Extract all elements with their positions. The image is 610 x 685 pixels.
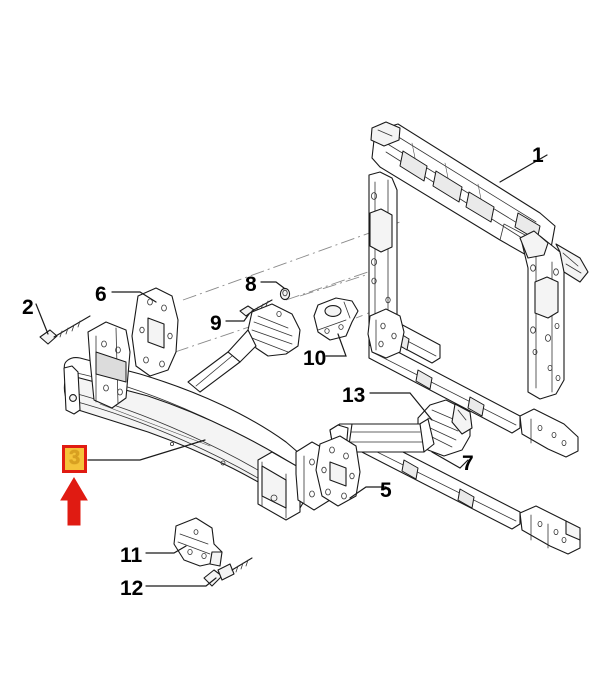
leader-9 — [225, 313, 250, 322]
callout-label-12[interactable]: 12 — [120, 577, 144, 600]
part-8-spacer-bushing — [279, 287, 291, 301]
part-2-mounting-bolt-long — [39, 315, 91, 345]
callout-label-7[interactable]: 7 — [462, 452, 474, 475]
leader-3 — [87, 439, 206, 461]
part-11-tow-eye-bracket — [173, 517, 223, 567]
highlight-arrow — [60, 477, 88, 526]
leader-10 — [325, 333, 347, 357]
part-12-tow-eye-bolt — [203, 557, 253, 587]
callout-label-9[interactable]: 9 — [210, 312, 222, 335]
crash-box-left — [187, 303, 301, 393]
callout-label-8[interactable]: 8 — [245, 273, 257, 296]
part-3-bumper-reinforcement-beam — [63, 321, 335, 521]
part-7-crash-box-right — [329, 399, 473, 457]
callout-label-6[interactable]: 6 — [95, 283, 107, 306]
callout-label-10[interactable]: 10 — [303, 347, 327, 370]
leader-1 — [499, 154, 548, 183]
leader-7 — [431, 451, 469, 469]
leader-11 — [145, 545, 187, 554]
callout-label-3-selected[interactable]: 3 — [62, 445, 88, 473]
part-6-mounting-plate-left — [131, 287, 179, 377]
leader-13 — [369, 392, 433, 421]
part-9-fixing-bolt-short — [239, 299, 273, 317]
part-10-support-bracket — [313, 297, 359, 341]
callout-label-5[interactable]: 5 — [380, 479, 392, 502]
leader-8 — [260, 281, 285, 289]
callout-label-1[interactable]: 1 — [532, 144, 544, 167]
callout-label-13[interactable]: 13 — [342, 384, 366, 407]
leader-2 — [35, 303, 49, 335]
leader-5 — [349, 486, 387, 499]
callout-label-11[interactable]: 11 — [120, 544, 143, 567]
leader-6 — [111, 291, 157, 303]
part-5-mounting-plate-right — [315, 435, 361, 507]
callout-leader-lines — [35, 154, 548, 587]
part-13-side-rail-extension — [367, 308, 441, 364]
leader-12 — [145, 577, 217, 587]
callout-label-2[interactable]: 2 — [22, 296, 34, 319]
